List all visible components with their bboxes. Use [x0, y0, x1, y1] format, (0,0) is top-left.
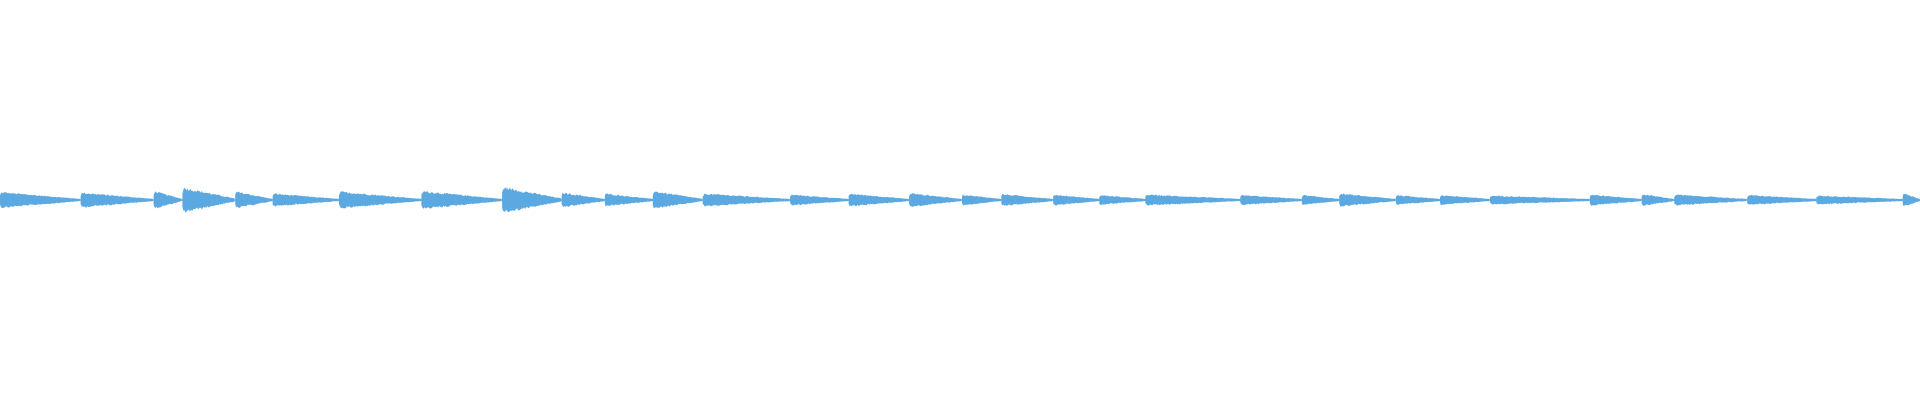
waveform-segment: [235, 191, 273, 208]
waveform-segment: [848, 193, 909, 207]
waveform-segment: [1589, 194, 1641, 206]
waveform-segment: [790, 194, 849, 206]
waveform-segment: [1053, 195, 1100, 206]
waveform-segment: [1674, 194, 1747, 206]
waveform-bars: [0, 186, 1920, 213]
waveform-segment: [502, 186, 562, 213]
waveform-segment: [604, 193, 653, 207]
waveform-segment: [1301, 194, 1339, 205]
waveform-segment: [0, 192, 80, 209]
waveform-segment: [338, 191, 421, 209]
waveform-segment: [1339, 193, 1396, 207]
waveform-segment: [1145, 194, 1241, 206]
waveform-segment: [909, 193, 962, 207]
waveform-segment: [421, 191, 502, 209]
waveform-segment: [80, 192, 153, 208]
waveform-segment: [1395, 195, 1440, 205]
waveform-segment: [1902, 193, 1920, 207]
waveform-segment: [561, 192, 605, 207]
waveform-segment: [961, 194, 1001, 206]
waveform-segment: [1240, 195, 1302, 206]
waveform-segment: [272, 193, 339, 207]
waveform-segment: [652, 191, 702, 209]
waveform-segment: [1489, 195, 1589, 205]
waveform-segment: [1099, 195, 1146, 206]
waveform-segment: [1816, 195, 1903, 205]
waveform-segment: [153, 191, 182, 209]
waveform-segment: [1641, 194, 1674, 206]
waveform-segment: [1001, 194, 1053, 206]
waveform-segment: [1440, 195, 1489, 206]
waveform-segment: [1747, 194, 1817, 205]
waveform-segment: [702, 193, 790, 207]
waveform-segment: [182, 187, 235, 213]
